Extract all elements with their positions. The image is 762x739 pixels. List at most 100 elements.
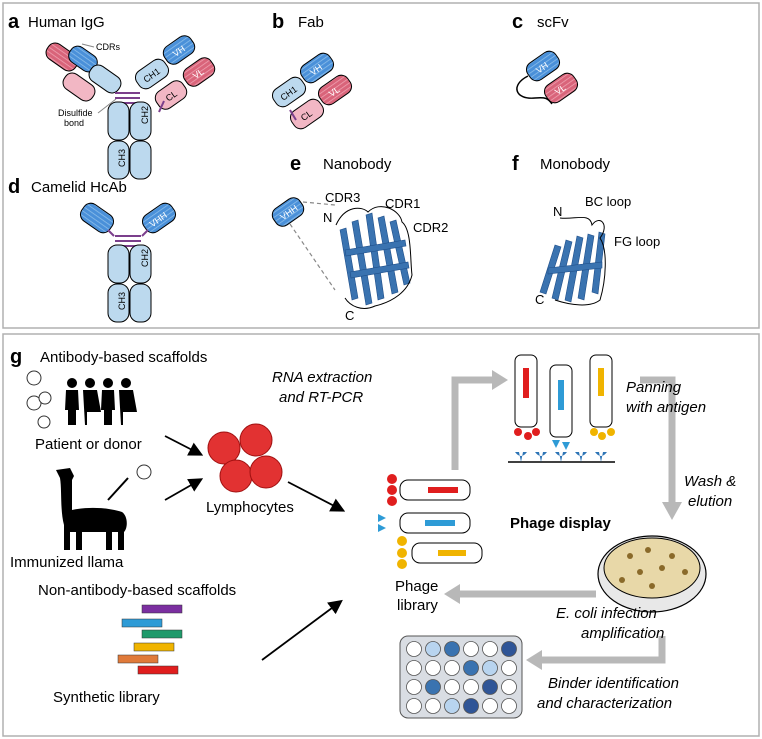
plate-well — [444, 698, 460, 714]
plate-well — [482, 698, 498, 714]
hcab-ch2-label: CH2 — [140, 249, 150, 267]
arrow-to-wash — [640, 376, 676, 505]
fab-vh — [299, 52, 335, 84]
hcab-link-left — [107, 229, 115, 237]
lymphocytes-icon — [207, 423, 283, 493]
plate-well — [482, 660, 498, 676]
binder-label-2: and characterization — [537, 695, 672, 712]
cdr2-label: CDR2 — [413, 220, 448, 235]
panel-a: a Human IgG CDRs VH VL CH1 CL Disulfide … — [8, 11, 216, 180]
panel-g: g Antibody-based scaffolds Patient or do… — [10, 346, 736, 719]
panel-b-title: Fab — [298, 14, 324, 31]
phage-display-label: Phage display — [510, 515, 612, 532]
igg-cl-left — [62, 72, 96, 102]
arrow-to-panning-head — [492, 370, 508, 390]
nanobody-zoom-line-2 — [289, 223, 336, 291]
arrow-to-binder — [540, 636, 666, 664]
nanobody-vhh — [271, 197, 305, 227]
plate-well — [406, 641, 422, 657]
nanobody-structure — [339, 212, 411, 306]
panel-c-letter: c — [512, 11, 523, 33]
plate-well — [406, 660, 422, 676]
binder-label-1: Binder identification — [548, 675, 679, 692]
arrow-to-panning — [451, 376, 495, 470]
monobody-n-label: N — [553, 204, 562, 219]
igg-vl-right — [182, 57, 216, 87]
plate-well — [501, 660, 517, 676]
antigen-icons — [515, 452, 607, 462]
bacterial-colonies — [619, 547, 688, 589]
plate-well — [444, 660, 460, 676]
hcab-ch3-left — [107, 283, 130, 323]
panel-e-letter: e — [290, 153, 301, 175]
monobody-loops — [554, 216, 606, 306]
arrow-to-wash-head — [662, 502, 682, 520]
panel-f: f Monobody N BC loop FG loop C — [512, 153, 660, 307]
phage-library-label-2: library — [397, 597, 438, 614]
hcab-vhh-left — [79, 202, 115, 234]
hcab-link-right — [141, 229, 149, 237]
hcab-ch2-left — [107, 244, 130, 284]
plate-well — [444, 679, 460, 695]
llama-icon — [56, 468, 127, 550]
panel-f-title: Monobody — [540, 156, 611, 173]
panel-c: c scFv VH VL — [512, 11, 579, 105]
monobody-structure — [539, 231, 606, 303]
nanobody-n-label: N — [323, 210, 332, 225]
people-icon — [65, 378, 137, 425]
igg-disulfide-right — [158, 100, 165, 113]
wash-label-2: elution — [688, 493, 732, 510]
igg-ch1-left — [88, 64, 122, 94]
nanobody-loops — [335, 206, 413, 309]
plate-well — [463, 660, 479, 676]
fab-cl — [289, 98, 325, 130]
wash-label-1: Wash & — [684, 473, 736, 490]
panel-c-title: scFv — [537, 14, 569, 31]
panel-a-letter: a — [8, 11, 20, 33]
igg-ch1-right — [134, 58, 170, 90]
hcab-ch3-label: CH3 — [117, 292, 127, 310]
panel-e: e Nanobody VHH CDR3 N CDR1 CDR2 C — [271, 153, 448, 323]
panel-d: d Camelid HcAb VHH CH2 CH3 — [8, 176, 177, 323]
llama-virus-icon — [136, 464, 152, 480]
cdr3-label: CDR3 — [325, 190, 360, 205]
disulfide-pointer — [97, 98, 117, 114]
igg-ch3-left — [107, 140, 130, 180]
hcab-vhh-right — [141, 202, 177, 234]
antibody-scaffolds-label: Antibody-based scaffolds — [40, 349, 207, 366]
synthetic-library-icon — [117, 604, 183, 675]
arrow-synthetic-phage — [261, 599, 343, 661]
syringe-icon — [107, 477, 129, 501]
plate-well — [463, 698, 479, 714]
plate-well — [501, 679, 517, 695]
plate-well — [425, 679, 441, 695]
bc-loop-label: BC loop — [585, 194, 631, 209]
fab-ch1 — [271, 76, 307, 108]
lymphocytes-label: Lymphocytes — [206, 499, 294, 516]
panning-label-2: with antigen — [626, 399, 706, 416]
panning-label-1: Panning — [626, 379, 682, 396]
panel-f-letter: f — [512, 153, 519, 175]
plate-well — [425, 641, 441, 657]
disulfide-label-1: Disulfide — [58, 108, 93, 118]
arrow-to-binder-head — [526, 650, 542, 670]
plate-well — [501, 641, 517, 657]
plate-well — [425, 698, 441, 714]
petri-dish-agar — [603, 537, 701, 599]
igg-ch2-label: CH2 — [140, 106, 150, 124]
patient-label: Patient or donor — [35, 436, 142, 453]
top-panel-frame — [2, 2, 760, 329]
ecoli-label-1: E. coli infection — [556, 605, 657, 622]
plate-well — [463, 641, 479, 657]
ecoli-label-2: amplification — [581, 625, 664, 642]
cdr1-label: CDR1 — [385, 196, 420, 211]
plate-well — [425, 660, 441, 676]
panel-d-letter: d — [8, 176, 20, 198]
phage-library-icon — [378, 474, 483, 569]
panel-e-title: Nanobody — [323, 156, 392, 173]
non-antibody-label: Non-antibody-based scaffolds — [38, 582, 236, 599]
panel-g-letter: g — [10, 346, 22, 368]
rna-label-1: RNA extraction — [272, 369, 372, 386]
plate-well — [501, 698, 517, 714]
